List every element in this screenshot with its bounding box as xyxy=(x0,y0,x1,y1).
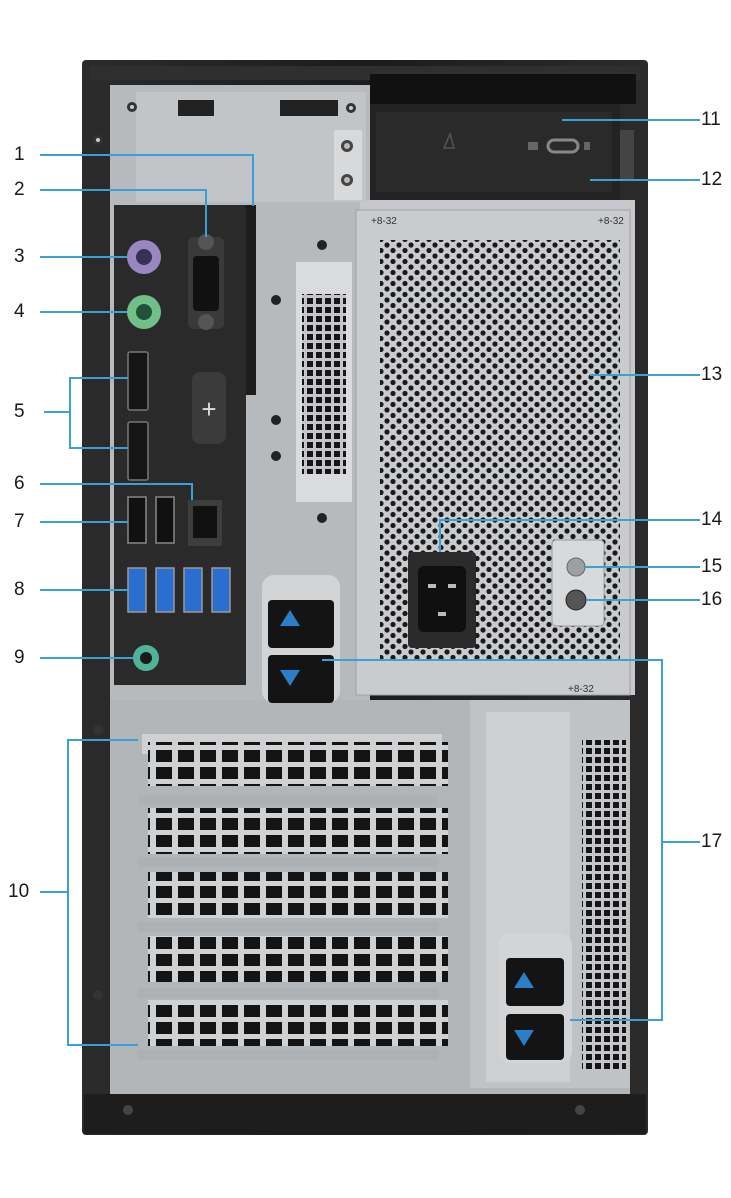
usb3-port-1 xyxy=(127,567,147,613)
psu-marking-top-left: +8-32 xyxy=(371,216,397,227)
callout-17: 17 xyxy=(701,831,723,852)
usb2-port-2 xyxy=(155,496,175,544)
usb3-port-4 xyxy=(211,567,231,613)
callout-lines xyxy=(40,119,700,1046)
callout-16: 16 xyxy=(701,589,723,610)
usb2-port-1 xyxy=(127,496,147,544)
expansion-slots xyxy=(138,734,448,1060)
callout-15: 15 xyxy=(701,556,723,577)
callout-9: 9 xyxy=(14,647,25,668)
psu-diagnostic-button xyxy=(565,589,587,611)
svg-text:+: + xyxy=(201,394,216,424)
usb3-port-3 xyxy=(183,567,203,613)
callout-6: 6 xyxy=(14,473,25,494)
psu-diagnostic-panel xyxy=(551,539,605,627)
callout-7: 7 xyxy=(14,511,25,532)
callout-13: 13 xyxy=(701,364,723,385)
displayport-1 xyxy=(127,351,149,411)
callout-10: 10 xyxy=(8,881,30,902)
callout-1: 1 xyxy=(14,144,25,165)
psu-diagnostic-light xyxy=(566,557,586,577)
callout-4: 4 xyxy=(14,301,25,322)
callout-12: 12 xyxy=(701,169,723,190)
callout-8: 8 xyxy=(14,579,25,600)
psu-marking-bottom: +8-32 xyxy=(568,684,594,695)
callout-11: 11 xyxy=(701,109,721,130)
padlock-ring xyxy=(546,138,580,154)
usb3-port-2 xyxy=(155,567,175,613)
callout-14: 14 xyxy=(701,509,723,530)
displayport-2 xyxy=(127,421,149,481)
psu-marking-top-right: +8-32 xyxy=(598,216,624,227)
callout-3: 3 xyxy=(14,246,25,267)
callout-5: 5 xyxy=(14,401,25,422)
callout-2: 2 xyxy=(14,179,25,200)
